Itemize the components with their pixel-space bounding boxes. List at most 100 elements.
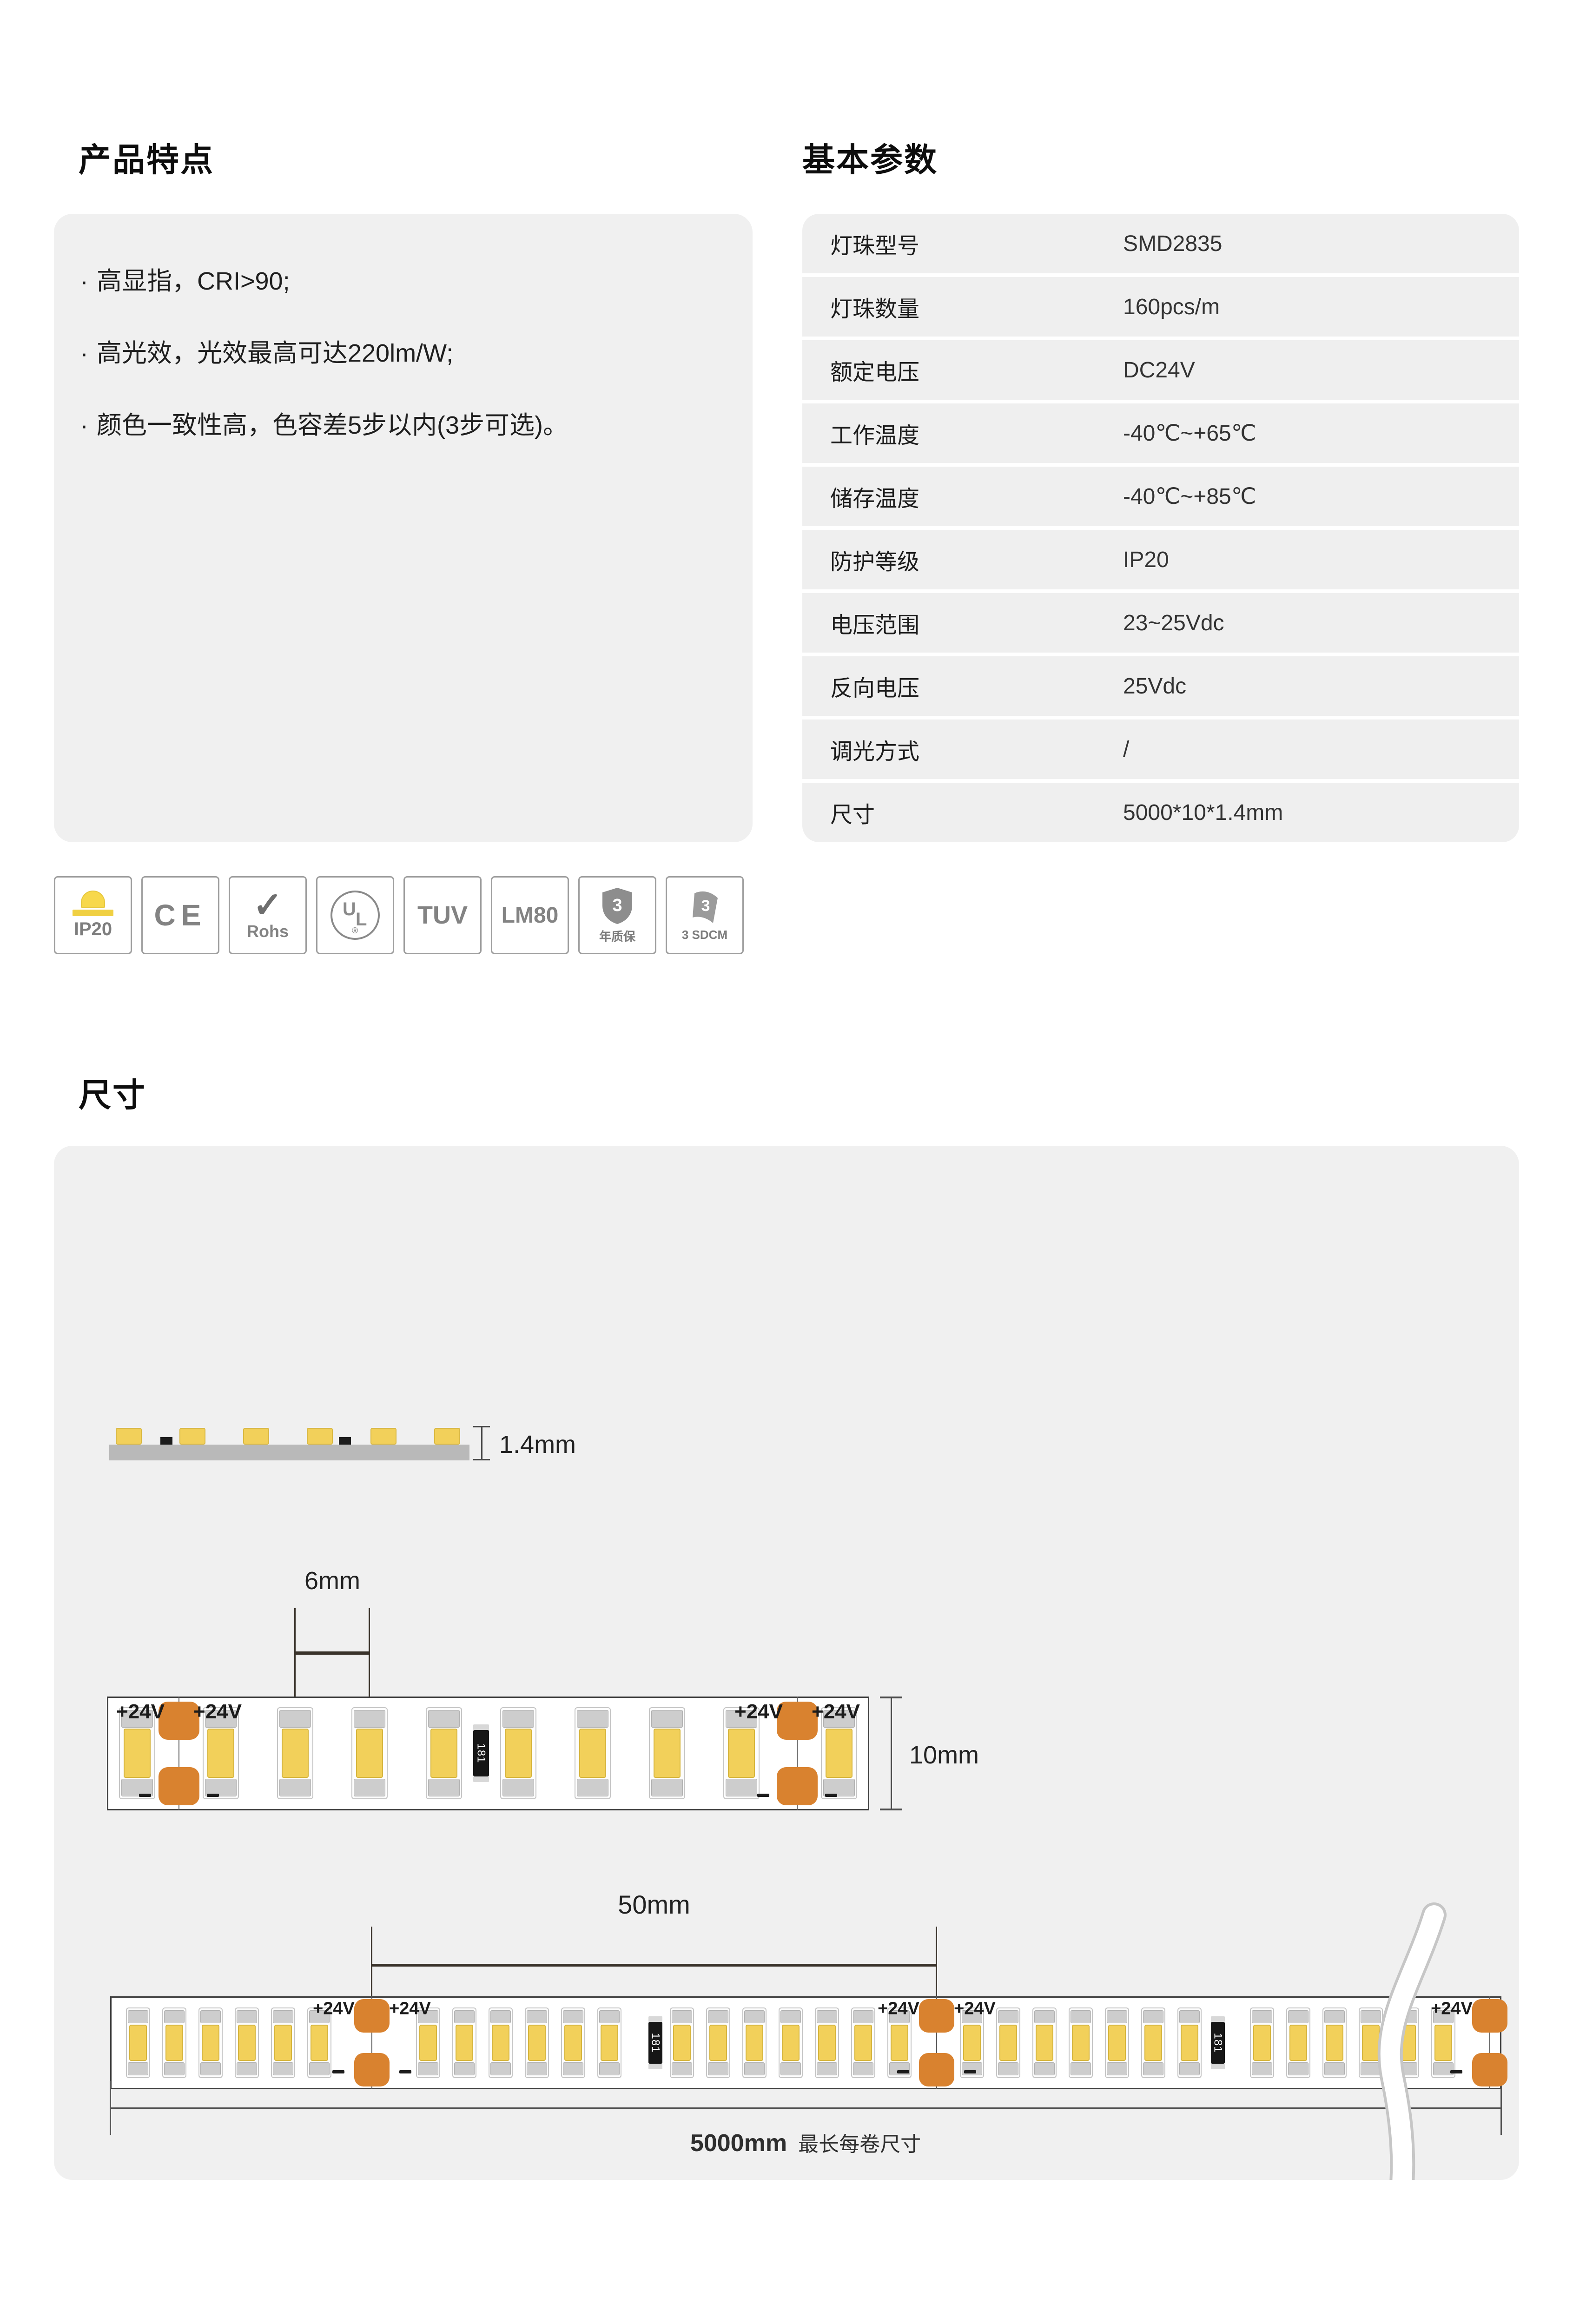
led-package xyxy=(996,2007,1020,2078)
led-package xyxy=(1105,2007,1129,2078)
features-panel: ·高显指，CRI>90; ·高光效，光效最高可达220lm/W; ·颜色一致性高… xyxy=(54,214,753,842)
pennant-icon: 3 xyxy=(693,891,718,923)
led-package xyxy=(887,2007,912,2078)
solder-pad xyxy=(159,1767,199,1805)
pad-voltage-label: +24V xyxy=(734,1700,783,1723)
led-package xyxy=(1032,2007,1057,2078)
pad-negative-mark xyxy=(1450,2070,1462,2073)
led-package xyxy=(670,2007,694,2078)
led-package xyxy=(126,2007,150,2078)
led-package xyxy=(561,2007,585,2078)
solder-pad xyxy=(159,1702,199,1740)
led-package xyxy=(1141,2007,1165,2078)
led-package xyxy=(162,2007,186,2078)
ce-icon: CE xyxy=(141,876,219,954)
pad-negative-mark xyxy=(825,1794,837,1797)
pad-negative-mark xyxy=(757,1794,769,1797)
pad-voltage-label: +24V xyxy=(1431,1999,1473,2019)
bullet: · xyxy=(80,411,88,439)
rohs-icon: ✓ Rohs xyxy=(229,876,307,954)
warranty-icon: 3 年质保 xyxy=(578,876,656,954)
shield-icon: 3 xyxy=(602,887,632,924)
led-package xyxy=(649,1707,685,1799)
table-row: 调光方式/ xyxy=(802,720,1519,779)
features-title: 产品特点 xyxy=(79,142,214,178)
pad-negative-mark xyxy=(964,2070,976,2073)
led-package xyxy=(742,2007,767,2078)
chip-side xyxy=(160,1437,172,1445)
led-package xyxy=(277,1707,313,1799)
solder-pad xyxy=(919,2053,954,2086)
led-side xyxy=(307,1428,333,1445)
check-icon: ✓ xyxy=(253,885,283,925)
ul-icon: U L ® xyxy=(316,876,394,954)
segment-label: 50mm xyxy=(618,1890,690,1919)
pad-voltage-label: +24V xyxy=(812,1700,860,1723)
led-package xyxy=(1431,2007,1455,2078)
led-package xyxy=(489,2007,513,2078)
ip20-icon: IP20 xyxy=(54,876,132,954)
bullet: · xyxy=(80,339,88,367)
led-side xyxy=(116,1428,142,1445)
chip-side xyxy=(339,1437,351,1445)
thickness-indicator xyxy=(481,1426,482,1460)
led-package xyxy=(1286,2007,1310,2078)
table-row: 储存温度-40℃~+85℃ xyxy=(802,467,1519,526)
pad-voltage-label: +24V xyxy=(313,1999,355,2019)
led-bar-icon xyxy=(73,910,113,916)
led-package xyxy=(851,2007,875,2078)
solder-pad xyxy=(1472,1999,1507,2033)
led-package xyxy=(597,2007,621,2078)
ul-circle-icon: U L ® xyxy=(330,891,380,940)
resistor: 181 xyxy=(473,1724,489,1782)
pad-voltage-label: +24V xyxy=(954,1999,996,2019)
led-package xyxy=(500,1707,536,1799)
feature-item: ·高光效，光效最高可达220lm/W; xyxy=(80,339,454,367)
feature-item: ·高显指，CRI>90; xyxy=(80,267,290,295)
pad-negative-mark xyxy=(332,2070,344,2073)
led-package xyxy=(203,1707,239,1799)
led-package xyxy=(351,1707,388,1799)
led-package xyxy=(119,1707,155,1799)
resistor: 181 xyxy=(1211,2016,1225,2069)
led-package xyxy=(416,2007,440,2078)
thickness-label: 1.4mm xyxy=(499,1431,576,1459)
led-package xyxy=(575,1707,611,1799)
pad-voltage-label: +24V xyxy=(878,1999,919,2019)
solder-pad xyxy=(777,1702,818,1740)
led-dome-icon xyxy=(81,891,105,908)
solder-pad xyxy=(919,1999,954,2033)
cut-line xyxy=(371,1996,372,2089)
pad-voltage-label: +24V xyxy=(193,1700,242,1723)
led-package xyxy=(525,2007,549,2078)
cut-line xyxy=(797,1697,798,1810)
pad-negative-mark xyxy=(399,2070,411,2073)
svg-text:3: 3 xyxy=(701,897,710,915)
resistor: 181 xyxy=(648,2016,662,2069)
parameters-title: 基本参数 xyxy=(802,142,938,178)
cut-line xyxy=(178,1697,179,1810)
led-package xyxy=(198,2007,223,2078)
solder-pad xyxy=(354,1999,390,2033)
led-package xyxy=(307,2007,331,2078)
led-side xyxy=(434,1428,460,1445)
led-package xyxy=(426,1707,462,1799)
dimensions-title: 尺寸 xyxy=(79,1077,146,1113)
solder-pad xyxy=(354,2053,390,2086)
pad-negative-mark xyxy=(897,2070,909,2073)
cut-line xyxy=(1489,1996,1490,2089)
table-row: 工作温度-40℃~+65℃ xyxy=(802,403,1519,463)
width-label: 10mm xyxy=(909,1741,979,1769)
led-package xyxy=(723,1707,760,1799)
cut-line xyxy=(936,1996,937,2089)
led-package xyxy=(1250,2007,1274,2078)
led-side xyxy=(243,1428,269,1445)
pitch-label: 6mm xyxy=(304,1567,360,1595)
sdcm-icon: 3 3 SDCM xyxy=(666,876,744,954)
certification-row: IP20 CE ✓ Rohs U L ® TUV LM80 3 年质保 xyxy=(54,876,744,954)
